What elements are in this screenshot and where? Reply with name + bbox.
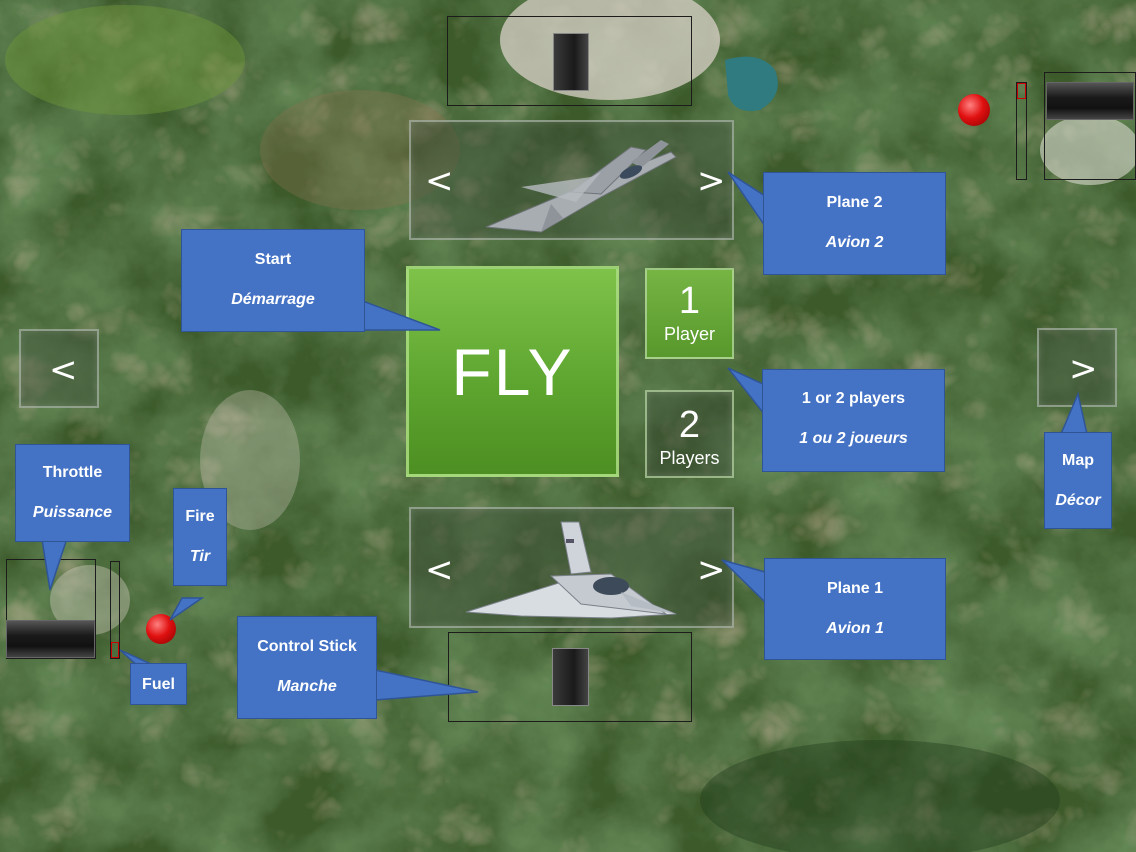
control-stick-handle-icon[interactable]: [553, 33, 589, 91]
map-prev-arrow: <: [49, 350, 78, 390]
plane2-next-button[interactable]: >: [697, 161, 726, 201]
one-player-label: Player: [663, 324, 716, 344]
fire-button-icon[interactable]: [146, 614, 176, 644]
two-players-label: Players: [659, 448, 720, 468]
callout-throttle: Throttle Puissance: [15, 444, 130, 542]
callout-plane1-en: Plane 1: [826, 580, 884, 597]
plane1-next-button[interactable]: >: [697, 550, 726, 590]
callout-map-en: Map: [1062, 452, 1094, 469]
control-stick-area-player2[interactable]: [447, 16, 692, 106]
callout-fire: Fire Tir: [173, 488, 227, 586]
callout-players: 1 or 2 players 1 ou 2 joueurs: [762, 369, 945, 472]
callout-map: Map Décor: [1044, 432, 1112, 529]
throttle-handle-icon[interactable]: [6, 620, 95, 658]
throttle-handle-icon[interactable]: [1046, 82, 1134, 120]
callout-throttle-en: Throttle: [42, 464, 103, 481]
callout-start: Start Démarrage: [181, 229, 365, 332]
callout-start-en: Start: [254, 251, 292, 268]
callout-control-stick: Control Stick Manche: [237, 616, 377, 719]
callout-plane1-fr: Avion 1: [826, 620, 884, 637]
fuel-gauge-player1: [110, 561, 120, 659]
fly-button-label: FLY: [451, 334, 574, 409]
callout-players-fr: 1 ou 2 joueurs: [799, 430, 908, 447]
plane-1-image: [465, 521, 677, 619]
two-players-button[interactable]: 2 Players: [645, 390, 734, 478]
callout-map-fr: Décor: [1055, 492, 1101, 509]
callout-throttle-fr: Puissance: [32, 504, 113, 521]
callout-control-stick-fr: Manche: [277, 678, 337, 695]
callout-fuel-en: Fuel: [142, 676, 175, 693]
fly-button[interactable]: FLY: [406, 266, 619, 477]
fuel-gauge-player2: [1016, 82, 1027, 180]
callout-start-fr: Démarrage: [231, 291, 315, 308]
map-next-button[interactable]: >: [1037, 328, 1117, 407]
two-players-number: 2: [678, 404, 701, 446]
one-player-button[interactable]: 1 Player: [645, 268, 734, 359]
callout-plane1: Plane 1 Avion 1: [764, 558, 946, 660]
one-player-number: 1: [678, 280, 701, 322]
plane2-prev-button[interactable]: <: [425, 161, 454, 201]
map-next-arrow: >: [1069, 349, 1098, 389]
control-stick-handle-icon[interactable]: [552, 648, 589, 706]
plane1-prev-button[interactable]: <: [425, 550, 454, 590]
callout-fuel: Fuel: [130, 663, 187, 705]
callout-fire-fr: Tir: [189, 548, 211, 565]
callout-fire-en: Fire: [185, 508, 215, 525]
plane2-selector: < >: [409, 120, 734, 240]
callout-players-en: 1 or 2 players: [801, 390, 906, 407]
plane1-selector: < >: [409, 507, 734, 628]
callout-plane2-en: Plane 2: [826, 194, 883, 211]
fire-button-icon[interactable]: [958, 94, 990, 126]
callout-control-stick-en: Control Stick: [257, 638, 357, 655]
callout-plane2: Plane 2 Avion 2: [763, 172, 946, 275]
map-prev-button[interactable]: <: [19, 329, 99, 408]
plane-2-image: [485, 140, 677, 233]
callout-plane2-fr: Avion 2: [825, 234, 884, 251]
